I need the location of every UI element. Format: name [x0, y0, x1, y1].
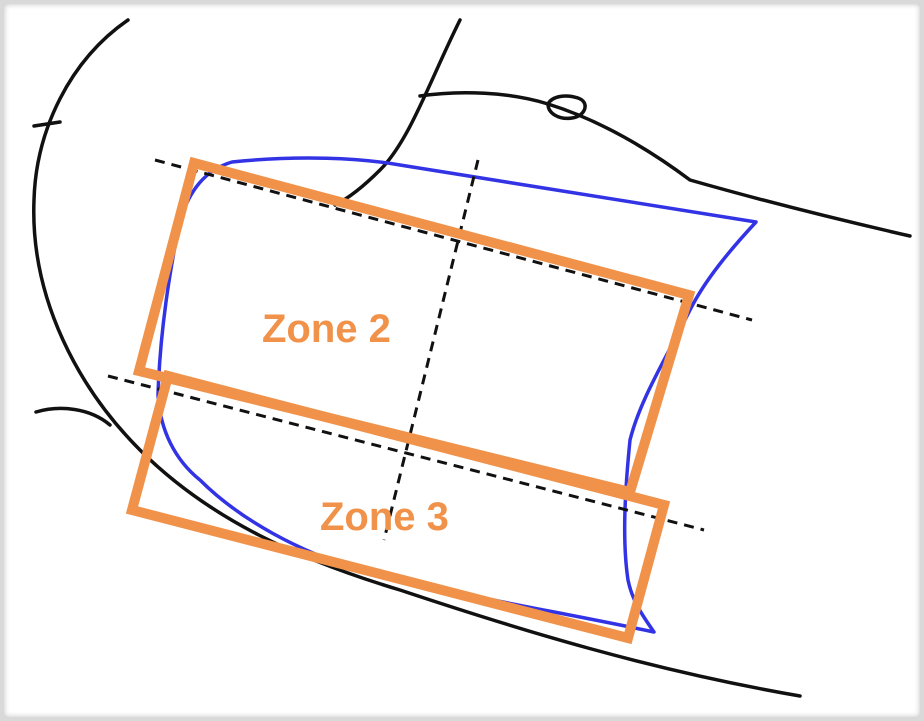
zone-3-box	[125, 369, 671, 645]
neck-line	[333, 18, 462, 207]
chin-contour	[34, 406, 112, 427]
guide-line-vertical	[382, 159, 480, 541]
zone-3-label: Zone 3	[320, 495, 449, 539]
guide-line-upper	[154, 158, 753, 322]
body-sketch	[32, 18, 912, 698]
head-contour	[32, 18, 802, 698]
nipple-mark	[546, 94, 587, 121]
guide-line-lower	[107, 374, 705, 532]
zone-2-label: Zone 2	[262, 307, 391, 351]
ear-stub	[32, 120, 62, 128]
guide-lines	[107, 158, 753, 541]
zone-boxes	[125, 156, 696, 645]
shoulder-line	[418, 90, 912, 238]
